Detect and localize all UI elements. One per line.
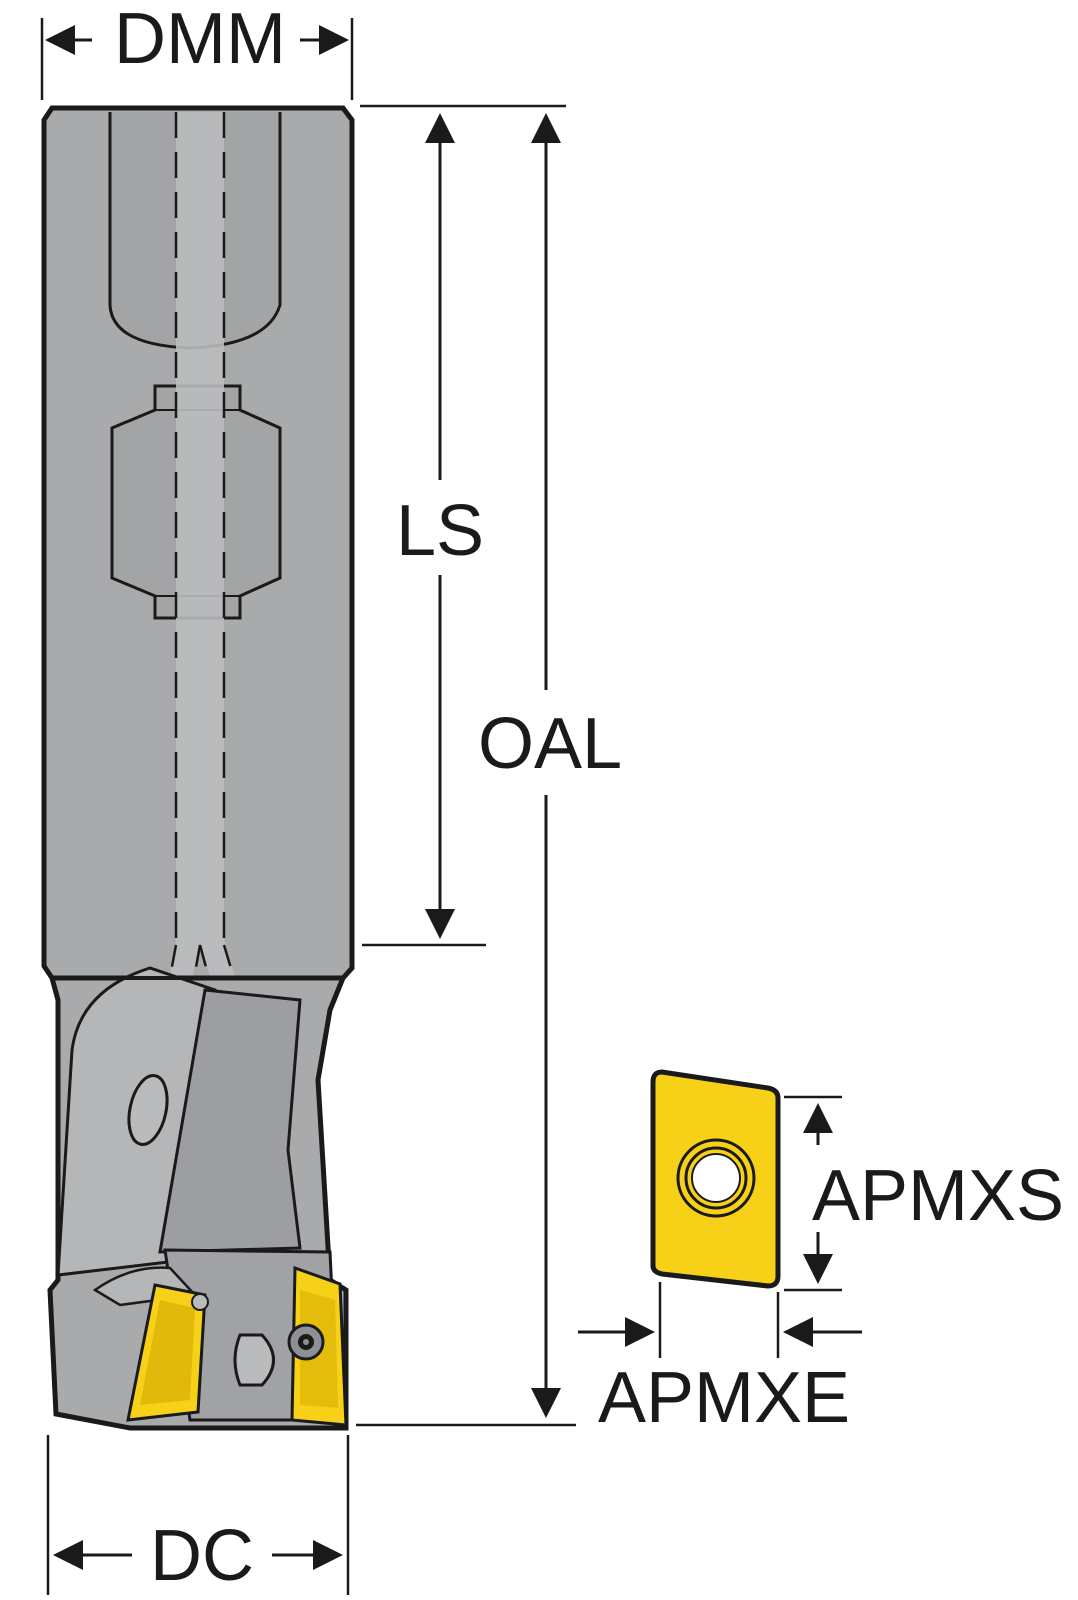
apmxe-label: APMXE: [598, 1358, 850, 1438]
torx-screw-icon: [287, 1323, 325, 1361]
apmxs-label: APMXS: [812, 1156, 1064, 1236]
ls-label: LS: [396, 491, 484, 571]
dc-label: DC: [150, 1516, 254, 1596]
dc-dimension: [46, 1435, 350, 1595]
dmm-label: DMM: [114, 0, 286, 79]
ls-dimension: [360, 104, 566, 947]
oal-dimension: [356, 113, 576, 1427]
oal-label: OAL: [478, 704, 622, 784]
dmm-dimension: [40, 18, 354, 100]
tool-head: [47, 966, 349, 1431]
insert-right: [287, 1265, 348, 1427]
insert-left: [126, 1283, 209, 1422]
apmxs-dimension: [784, 1095, 842, 1292]
insert-detail: [650, 1069, 781, 1289]
apmxe-dimension: [578, 1282, 862, 1358]
